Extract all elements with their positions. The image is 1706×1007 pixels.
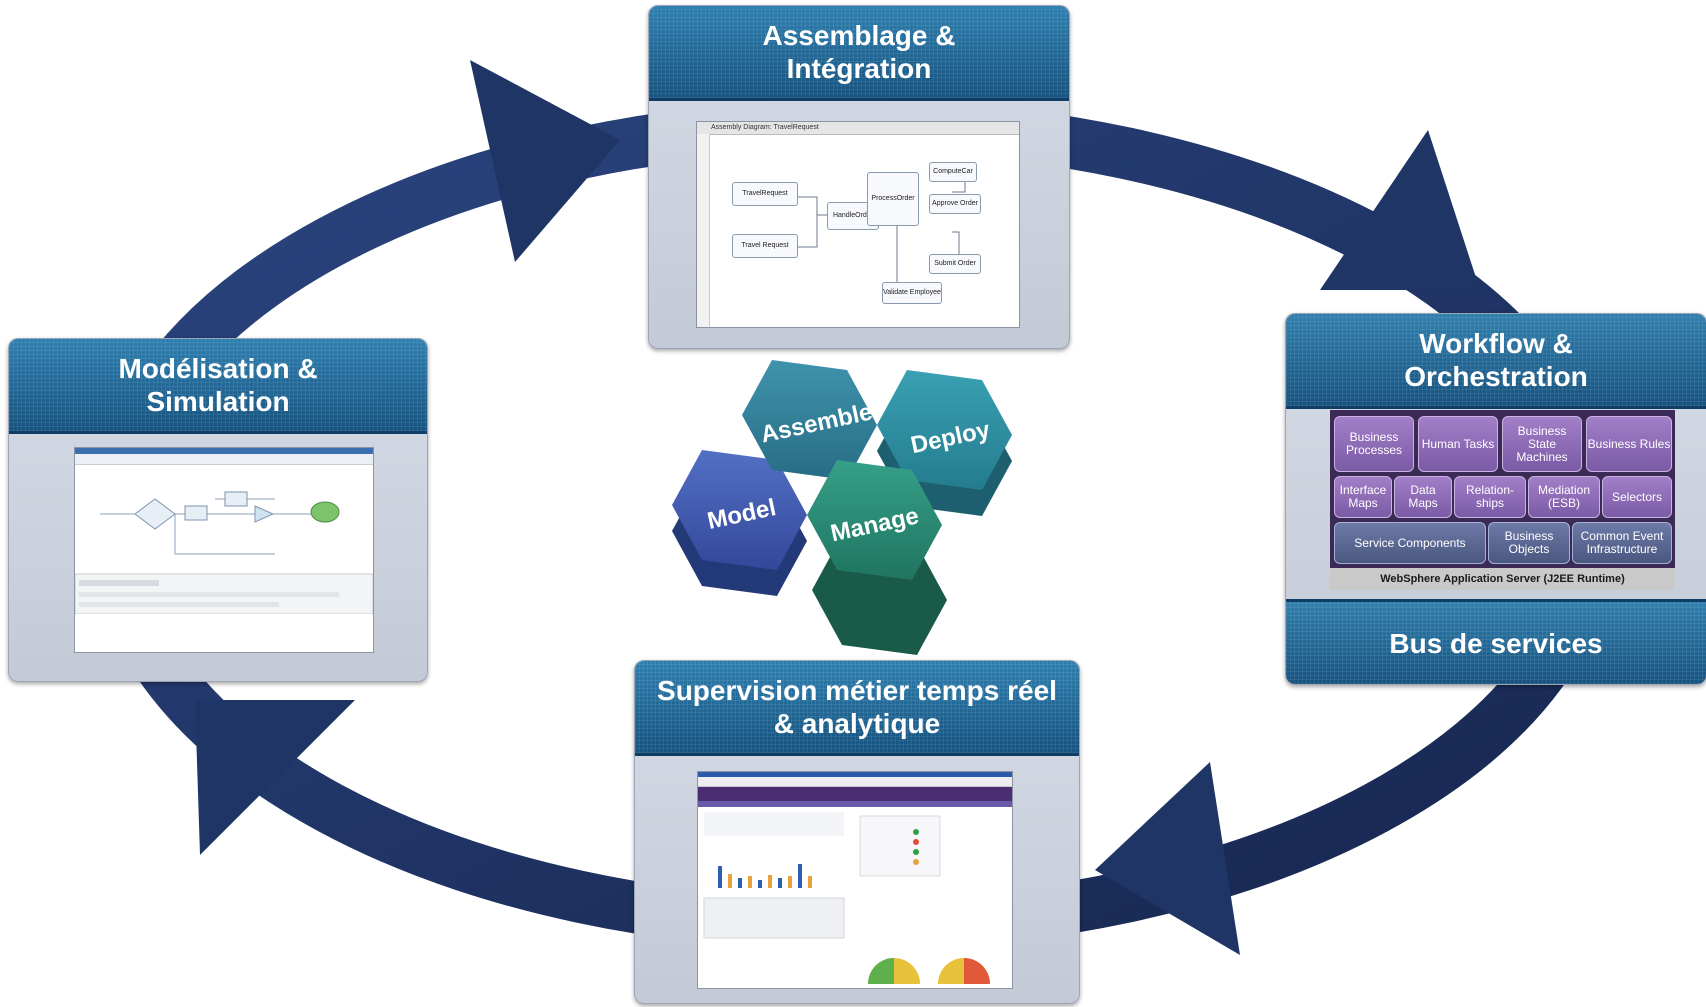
node-computecar[interactable]: ComputeCar: [929, 162, 977, 182]
hex-deploy: [877, 370, 1012, 490]
cell-business-state-machines: Business State Machines: [1502, 416, 1582, 472]
hex-model: [672, 450, 807, 570]
dashboard-header: [698, 787, 1012, 801]
arrow-head-top-left: [470, 60, 620, 262]
panel-assemblage: Assemblage & Intégration Assembly Diagra…: [648, 5, 1070, 349]
arrow-head-bottom-left: [195, 700, 355, 855]
cell-human-tasks: Human Tasks: [1418, 416, 1498, 472]
arrow-head-bottom-right: [1095, 762, 1240, 955]
node-approveorder[interactable]: Approve Order: [929, 194, 981, 214]
node-submitorder[interactable]: Submit Order: [929, 254, 981, 274]
arrow-head-top-right: [1320, 130, 1480, 290]
node-validateemployee[interactable]: Validate Employee: [882, 282, 942, 304]
modeler-toolbar: [75, 454, 373, 465]
stage-title-bus: Bus de services: [1389, 627, 1603, 659]
modeler-screenshot: [74, 447, 374, 653]
dashboard-bars: [718, 864, 812, 888]
cell-websphere-runtime: WebSphere Application Server (J2EE Runti…: [1330, 568, 1675, 590]
dashboard-titlebar: [698, 772, 1012, 777]
node-processorder[interactable]: ProcessOrder: [867, 172, 919, 226]
banner-bus: Bus de services: [1286, 599, 1706, 684]
stage-title-supervision: Supervision métier temps réel & analytiq…: [657, 675, 1057, 739]
lifecycle-hexagons: Model Assemble Deploy Manage: [672, 360, 1012, 655]
cell-business-processes: Business Processes: [1334, 416, 1414, 472]
dashboard-widgets: [703, 812, 990, 984]
node-travelrequest-2[interactable]: Travel Request: [732, 234, 798, 258]
cell-service-components: Service Components: [1334, 522, 1486, 564]
dashboard-tabs: [698, 801, 1012, 807]
panel-supervision: Supervision métier temps réel & analytiq…: [634, 660, 1080, 1004]
cell-relationships: Relation-ships: [1454, 476, 1526, 518]
hex-manage: [807, 460, 942, 580]
modeler-process-graphic: [75, 491, 373, 614]
banner-assemblage: Assemblage & Intégration: [649, 6, 1069, 101]
cell-business-rules: Business Rules: [1586, 416, 1672, 472]
modeler-titlebar: [75, 448, 373, 454]
cell-common-event-infrastructure: Common Event Infrastructure: [1572, 522, 1672, 564]
banner-workflow: Workflow & Orchestration: [1286, 314, 1706, 409]
banner-supervision: Supervision métier temps réel & analytiq…: [635, 661, 1079, 756]
stage-title-workflow: Workflow & Orchestration: [1404, 328, 1588, 392]
panel-modelisation: Modélisation & Simulation: [8, 338, 428, 682]
cell-data-maps: Data Maps: [1394, 476, 1452, 518]
dashboard-screenshot: [697, 771, 1013, 989]
cell-business-objects: Business Objects: [1488, 522, 1570, 564]
hex-assemble: [742, 360, 877, 480]
workflow-component-stack: Business Processes Human Tasks Business …: [1330, 410, 1675, 590]
cell-selectors: Selectors: [1602, 476, 1672, 518]
cell-interface-maps: Interface Maps: [1334, 476, 1392, 518]
cell-mediation: Mediation (ESB): [1528, 476, 1600, 518]
stage-title-modelisation: Modélisation & Simulation: [118, 353, 318, 417]
assembly-tab: Assembly Diagram: TravelRequest: [697, 122, 1019, 135]
dashboard-toolbar: [698, 777, 1012, 787]
banner-modelisation: Modélisation & Simulation: [9, 339, 427, 434]
palette-bar: [697, 134, 710, 327]
assembly-diagram-screenshot: Assembly Diagram: TravelRequest TravelRe…: [696, 121, 1020, 328]
node-travelrequest-1[interactable]: TravelRequest: [732, 182, 798, 206]
stage-title-assemblage: Assemblage & Intégration: [762, 20, 956, 84]
